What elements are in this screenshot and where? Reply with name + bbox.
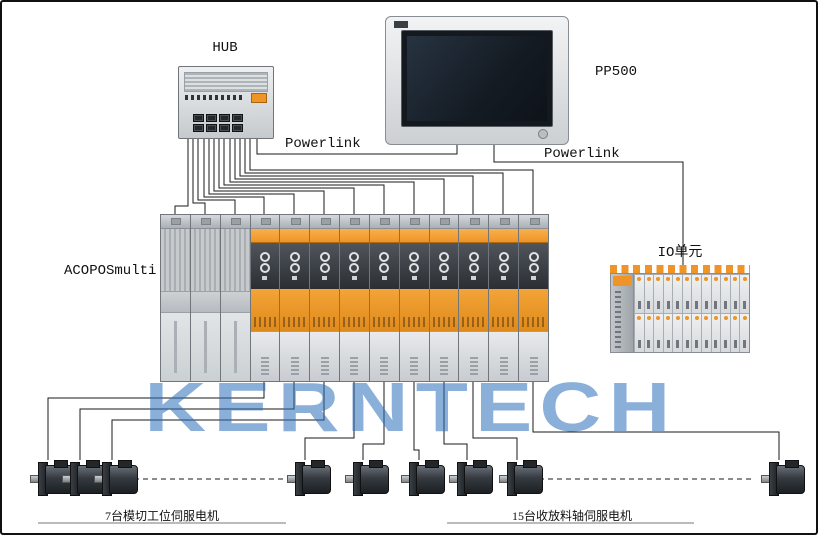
io-body <box>610 273 750 353</box>
io-terminal <box>729 313 740 352</box>
io-terminal <box>662 274 673 313</box>
hub-device <box>178 66 274 139</box>
wire-hub-module-2 <box>192 137 206 214</box>
wire-rack-motor-5 <box>362 382 385 460</box>
wire-hub-module-8 <box>223 137 385 214</box>
io-terminal <box>701 313 711 352</box>
wire-hub-module-11 <box>239 137 474 214</box>
acopos-module-supply <box>189 214 221 382</box>
wire-rack-motor-1 <box>47 382 265 460</box>
io-terminal <box>720 313 730 352</box>
pp500-logo-mark <box>394 21 408 28</box>
wire-hub-module-5 <box>208 137 295 214</box>
io-terminal <box>662 313 673 352</box>
hub-port <box>206 114 217 122</box>
wire-hub-module-6 <box>213 137 325 214</box>
acopos-module-drive <box>458 214 490 382</box>
powerlink-label-hub: Powerlink <box>285 136 361 152</box>
io-terminal <box>729 274 740 313</box>
pp500-power-led <box>538 129 548 139</box>
io-terminal <box>710 313 721 352</box>
io-terminal <box>681 274 692 313</box>
io-terminal <box>672 274 682 313</box>
wire-hub-pp500-powerlink <box>256 137 458 155</box>
wire-hub-module-7 <box>218 137 355 214</box>
wire-rack-motor-7 <box>443 382 468 460</box>
pp500-screen <box>401 30 553 127</box>
io-terminal <box>720 274 730 313</box>
acopos-label: ACOPOSmulti <box>64 263 157 279</box>
wire-rack-motor-6 <box>413 382 420 460</box>
pp500-label: PP500 <box>595 64 638 80</box>
wire-hub-module-1 <box>174 137 189 214</box>
wire-hub-module-9 <box>229 137 415 214</box>
io-terminal <box>653 313 663 352</box>
motors-right-caption: 15台收放料轴伺服电机 <box>511 509 632 523</box>
hub-port <box>232 124 243 132</box>
wire-rack-motor-3 <box>111 382 325 460</box>
io-terminal <box>681 313 692 352</box>
io-terminal <box>739 274 749 313</box>
hub-led-row <box>185 95 243 100</box>
wire-hub-module-13 <box>249 137 534 214</box>
acopos-module-drive <box>398 214 430 382</box>
wire-hub-module-12 <box>244 137 504 214</box>
acopos-module-supply <box>219 214 251 382</box>
io-terminal <box>643 313 654 352</box>
io-bus-coupler <box>611 274 634 352</box>
acopos-module-supply <box>160 214 191 382</box>
hub-label: HUB <box>212 40 238 56</box>
hub-vents <box>184 72 268 92</box>
wire-hub-module-10 <box>234 137 445 214</box>
io-terminal <box>739 313 749 352</box>
wire-hub-module-4 <box>203 137 265 214</box>
pp500-panel <box>385 16 569 145</box>
wire-rack-motor-4 <box>304 382 355 460</box>
wire-rack-motor-9 <box>532 382 780 460</box>
io-terminal <box>643 274 654 313</box>
acopos-module-drive <box>368 214 400 382</box>
acopos-module-drive <box>249 214 281 382</box>
acopos-module-drive <box>488 214 520 382</box>
hub-port <box>193 124 204 132</box>
io-terminal <box>691 274 702 313</box>
acopos-module-drive <box>518 214 549 382</box>
acopos-module-drive <box>309 214 341 382</box>
wire-hub-module-3 <box>197 137 236 214</box>
acopos-module-drive <box>428 214 460 382</box>
hub-port <box>232 114 243 122</box>
powerlink-label-io: Powerlink <box>544 146 620 162</box>
io-terminal-grid <box>634 274 749 352</box>
io-unit-label: IO单元 <box>657 245 703 261</box>
io-top-clamps <box>610 265 750 273</box>
io-terminal <box>634 313 644 352</box>
acopos-module-drive <box>279 214 311 382</box>
acopos-module-drive <box>339 214 370 382</box>
io-terminal <box>672 313 682 352</box>
hub-port <box>206 124 217 132</box>
hub-brand-mark <box>251 93 267 103</box>
acopos-rack <box>160 214 549 382</box>
wire-rack-motor-8 <box>472 382 518 460</box>
wire-pp500-io-powerlink <box>493 143 684 265</box>
hub-port <box>219 124 230 132</box>
motors-left-caption: 7台模切工位伺服电机 <box>104 509 219 523</box>
io-unit <box>610 265 750 353</box>
pp500-screen-glass <box>407 36 547 121</box>
io-terminal <box>634 274 644 313</box>
hub-port-grid <box>193 114 243 132</box>
io-terminal <box>691 313 702 352</box>
wire-rack-motor-2 <box>79 382 295 460</box>
io-terminal <box>653 274 663 313</box>
hub-port <box>219 114 230 122</box>
hub-port <box>193 114 204 122</box>
io-terminal <box>701 274 711 313</box>
io-terminal <box>710 274 721 313</box>
